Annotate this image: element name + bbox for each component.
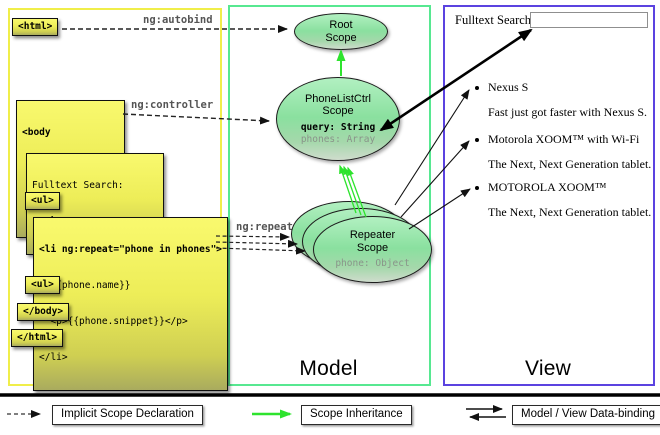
- html-open-tag-box: <html>: [12, 18, 59, 36]
- legend-implicit-scope-declaration: Implicit Scope Declaration: [52, 405, 203, 425]
- model-column: [228, 5, 431, 386]
- html-close-tag-box: </html>: [11, 329, 64, 347]
- body-close-tag: </body>: [23, 306, 64, 317]
- phonelist-scope-title-2: Scope: [322, 105, 354, 117]
- bullet-dot: [475, 138, 479, 142]
- li-repeat-line-4: </li>: [39, 352, 68, 363]
- html-open-tag: <html>: [18, 21, 53, 32]
- ul-open-tag-box: <ul>: [25, 192, 60, 210]
- bullet-dot: [475, 86, 479, 90]
- view-item-name: MOTOROLA XOOM™: [488, 180, 607, 194]
- model-column-label: Model: [299, 357, 358, 380]
- ul-close-tag: <ul>: [31, 279, 54, 290]
- li-repeat-line-3: <p>{{phone.snippet}}</p>: [39, 316, 188, 327]
- ng-repeat-label: ng:repeat: [236, 221, 293, 233]
- repeater-scope-title-2: Scope: [356, 241, 389, 254]
- ul-open-tag: <ul>: [31, 195, 54, 206]
- repeater-scope-prop-phone: phone: Object: [335, 258, 410, 269]
- view-item-name: Motorola XOOM™ with Wi-Fi: [488, 132, 640, 146]
- view-column-label: View: [525, 357, 571, 380]
- view-item-snippet: Fast just got faster with Nexus S.: [488, 105, 647, 119]
- li-repeat-line-1: <li ng:repeat="phone in phones">: [39, 244, 223, 255]
- view-column: [443, 5, 655, 386]
- li-repeat-line-2: {{phone.name}}: [39, 280, 131, 291]
- view-fulltext-search-label: Fulltext Search:: [455, 13, 535, 27]
- body-close-tag-box: </body>: [17, 303, 70, 321]
- body-open-line-1: <body: [22, 127, 51, 138]
- view-item-snippet: The Next, Next Generation tablet.: [488, 157, 652, 171]
- phonelist-scope-prop-query: query: String: [300, 121, 376, 133]
- view-item-name: Nexus S: [488, 80, 529, 94]
- phonelistctrl-scope-ellipse: PhoneListCtrl Scope query: String phones…: [276, 77, 400, 161]
- repeater-scope-title-1: Repeater: [349, 229, 396, 241]
- legend-model-view-data-binding: Model / View Data-binding: [512, 405, 660, 425]
- repeater-scope-ellipse: Repeater Scope phone: Object: [313, 216, 432, 283]
- legend-scope-inheritance: Scope Inheritance: [301, 405, 412, 425]
- ul-close-tag-box: <ul>: [25, 276, 60, 294]
- root-scope-title-1: Root: [329, 19, 353, 31]
- root-scope-ellipse: Root Scope: [294, 13, 388, 50]
- root-scope-title-2: Scope: [325, 31, 357, 44]
- view-item-snippet: The Next, Next Generation tablet.: [488, 205, 652, 219]
- ng-controller-label: ng:controller: [131, 99, 214, 111]
- html-close-tag: </html>: [17, 332, 58, 343]
- phonelist-scope-title-1: PhoneListCtrl: [304, 92, 372, 105]
- bullet-dot: [475, 186, 479, 190]
- fulltext-search-input[interactable]: [530, 12, 648, 28]
- fulltext-label-line: Fulltext Search:: [32, 180, 124, 191]
- phonelist-scope-prop-phones: phones: Array: [300, 133, 376, 145]
- ng-autobind-label: ng:autobind: [143, 14, 213, 26]
